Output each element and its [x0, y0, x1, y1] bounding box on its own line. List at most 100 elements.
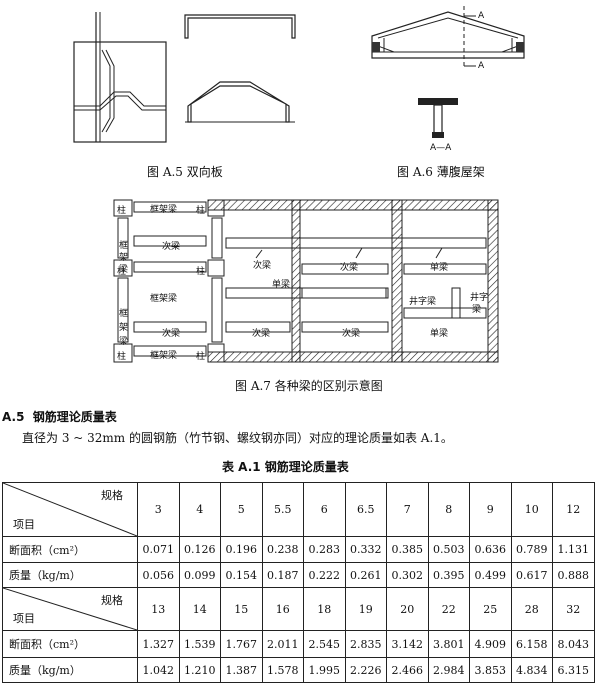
label-kuang-1: 框: [119, 241, 129, 251]
size-cell: 16: [261, 587, 304, 631]
size-cell: 8: [427, 482, 470, 537]
size-cell: 15: [220, 587, 263, 631]
section-label: A—A: [430, 143, 452, 153]
area-cell: 0.071: [137, 536, 180, 563]
header-item-2: 项目: [13, 612, 35, 625]
label-frame-beam-mid: 框架梁: [150, 294, 178, 304]
area-cell: 4.909: [469, 630, 512, 658]
area-cell: 8.043: [552, 630, 595, 658]
mass-cell: 0.222: [303, 562, 346, 588]
area-cell: 2.835: [344, 630, 387, 658]
label-jia-2: 架: [119, 323, 129, 333]
label-jingziliang: 井字梁: [409, 297, 437, 307]
section-heading: A.5 钢筋理论质量表: [2, 408, 117, 425]
area-cell: 0.238: [261, 536, 304, 563]
label-zhu-tr: 柱: [196, 206, 206, 216]
label-kuang-2: 框: [119, 309, 129, 319]
area-cell: 0.503: [427, 536, 470, 563]
header-diagonal-cell-1: 规格 项目: [2, 482, 138, 537]
table-row-area-1: 断面积（cm²） 0.071 0.126 0.196 0.238 0.283 0…: [2, 536, 595, 563]
label-ciliang-5: 次梁: [252, 329, 271, 339]
mass-cell: 0.888: [552, 562, 595, 588]
header-spec-2: 规格: [101, 594, 123, 607]
size-cell: 3: [137, 482, 180, 537]
mass-cell: 6.315: [552, 657, 595, 683]
mass-cell: 2.984: [427, 657, 470, 683]
figure-a5-caption: 图 A.5 双向板: [147, 165, 223, 179]
mass-cell: 2.466: [386, 657, 429, 683]
label-liang-2: 梁: [119, 337, 129, 347]
label-frame-beam-bot: 框架梁: [150, 351, 178, 361]
label-danliang-2: 单梁: [430, 263, 449, 273]
mass-cell: 4.834: [510, 657, 553, 683]
mass-cell: 0.261: [344, 562, 387, 588]
label-jia-1: 架: [119, 253, 129, 263]
row-label-mass: 质量（kg/m）: [2, 657, 138, 683]
size-cell: 12: [552, 482, 595, 537]
mass-cell: 0.617: [510, 562, 553, 588]
mass-cell: 1.995: [303, 657, 346, 683]
label-zhu-tl: 柱: [117, 206, 127, 216]
area-cell: 3.801: [427, 630, 470, 658]
table-row-mass-1: 质量（kg/m） 0.056 0.099 0.154 0.187 0.222 0…: [2, 562, 595, 588]
mass-cell: 0.099: [178, 562, 221, 588]
mass-cell: 2.226: [344, 657, 387, 683]
size-cell: 10: [510, 482, 553, 537]
figure-a6: [368, 6, 528, 146]
label-ciliang-6: 次梁: [342, 329, 361, 339]
mass-cell: 1.042: [137, 657, 180, 683]
area-cell: 0.332: [344, 536, 387, 563]
label-danliang-3: 单梁: [430, 329, 449, 339]
mass-cell: 1.387: [220, 657, 263, 683]
row-label-area: 断面积（cm²）: [2, 630, 138, 658]
row-label-mass: 质量（kg/m）: [2, 562, 138, 588]
mass-cell: 0.187: [261, 562, 304, 588]
label-frame-beam-top: 框架梁: [150, 205, 178, 215]
area-cell: 0.385: [386, 536, 429, 563]
figure-a7-caption: 图 A.7 各种梁的区别示意图: [235, 379, 383, 393]
mass-cell: 0.302: [386, 562, 429, 588]
area-cell: 1.131: [552, 536, 595, 563]
label-ciliang-1: 次梁: [162, 242, 181, 252]
area-cell: 2.011: [261, 630, 304, 658]
header-spec-1: 规格: [101, 489, 123, 502]
mass-cell: 1.578: [261, 657, 304, 683]
header-diagonal-cell-2: 规格 项目: [2, 587, 138, 631]
figure-a5: [70, 10, 330, 145]
label-ciliang-4: 次梁: [340, 263, 359, 273]
label-zhu-ml: 柱: [117, 267, 127, 277]
label-jingzi: 井字: [470, 293, 489, 303]
area-cell: 0.789: [510, 536, 553, 563]
area-cell: 0.126: [178, 536, 221, 563]
label-liang-3: 梁: [472, 305, 482, 315]
area-cell: 6.158: [510, 630, 553, 658]
section-mark-top: A: [478, 11, 485, 21]
size-cell: 22: [427, 587, 470, 631]
section-mark-bottom: A: [478, 61, 485, 71]
label-liang-1: 梁: [119, 265, 129, 275]
area-cell: 2.545: [303, 630, 346, 658]
size-cell: 5.5: [261, 482, 304, 537]
area-cell: 0.636: [469, 536, 512, 563]
size-cell: 18: [303, 587, 346, 631]
row-label-area: 断面积（cm²）: [2, 536, 138, 563]
mass-cell: 3.853: [469, 657, 512, 683]
section-title: 钢筋理论质量表: [32, 410, 117, 424]
figure-a6-caption: 图 A.6 薄腹屋架: [397, 165, 485, 179]
size-cell: 4: [178, 482, 221, 537]
label-ciliang-2: 次梁: [162, 329, 181, 339]
size-cell: 19: [344, 587, 387, 631]
mass-cell: 0.056: [137, 562, 180, 588]
size-cell: 5: [220, 482, 263, 537]
rebar-mass-table: 规格 项目 3 4 5 5.5 6 6.5 7 8 9 10 12 断面积（cm…: [2, 482, 595, 683]
area-cell: 0.196: [220, 536, 263, 563]
table-row-mass-2: 质量（kg/m） 1.042 1.210 1.387 1.578 1.995 2…: [2, 657, 595, 683]
size-cell: 32: [552, 587, 595, 631]
size-cell: 9: [469, 482, 512, 537]
size-cell: 25: [469, 587, 512, 631]
mass-cell: 1.210: [178, 657, 221, 683]
area-cell: 1.327: [137, 630, 180, 658]
section-paragraph: 直径为 3 ~ 32mm 的圆钢筋（竹节钢、螺纹钢亦同）对应的理论质量如表 A.…: [22, 431, 453, 445]
mass-cell: 0.395: [427, 562, 470, 588]
label-zhu-bl: 柱: [117, 352, 127, 362]
